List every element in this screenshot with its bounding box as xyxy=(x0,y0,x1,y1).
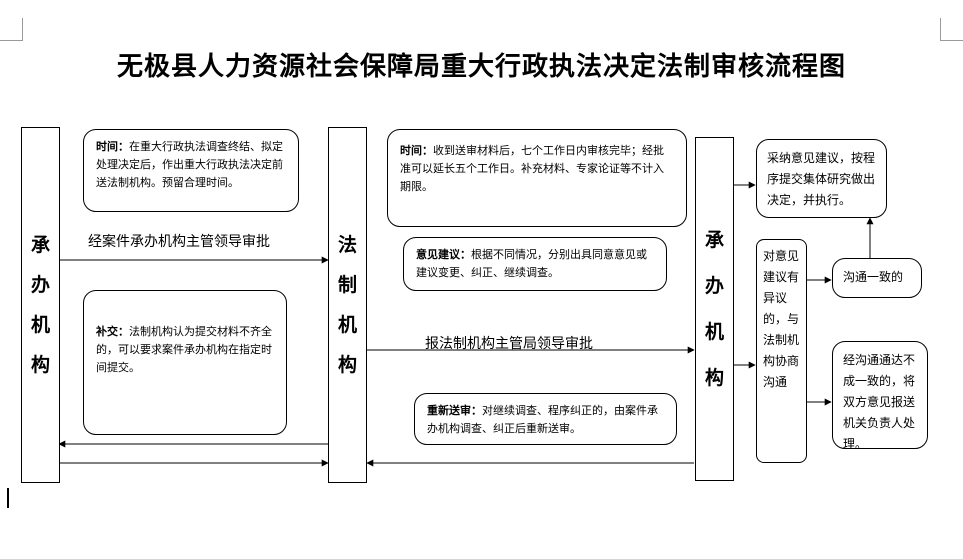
page-corner-mark-left xyxy=(0,18,23,41)
box-adopt: 采纳意见建议，按程序提交集体研究做出决定，并执行。 xyxy=(756,139,887,218)
box-resubmit: 重新送审：对继续调查、程序纠正的，由案件承办机构调查、纠正后重新送审。 xyxy=(414,393,677,445)
text-cursor xyxy=(7,488,9,508)
column-undertaking-agency-right: 承 办 机 构 xyxy=(695,137,734,481)
column-legal-agency: 法 制 机 构 xyxy=(328,127,367,483)
label-approval-undertaking: 经案件承办机构主管领导审批 xyxy=(88,234,270,250)
label-approval-legal: 报法制机构主管局领导审批 xyxy=(425,336,593,352)
box-time-submission: 时间：在重大行政执法调查终结、拟定处理决定后，作出重大行政执法决定前送法制机构。… xyxy=(83,129,299,212)
column-undertaking-agency: 承 办 机 构 xyxy=(21,127,60,483)
box-supplement: 补交：法制机构认为提交材料不齐全的，可以要求案件承办机构在指定时间提交。 xyxy=(83,290,287,435)
box-opinion: 意见建议：根据不同情况，分别出具同意意见或建议变更、纠正、继续调查。 xyxy=(403,237,667,291)
box-time-review: 时间：收到送审材料后，七个工作日内审核完毕；经批准可以延长五个工作日。补充材料、… xyxy=(387,129,687,227)
box-agree: 沟通一致的 xyxy=(832,258,922,298)
box-escalate: 经沟通通达不成一致的，将双方意见报送机关负责人处理。 xyxy=(832,341,928,451)
box-dispute: 对意见建议有异议的，与法制机构协商沟通 xyxy=(756,239,807,463)
page-corner-mark-right xyxy=(940,18,963,41)
page-title: 无极县人力资源社会保障局重大行政执法决定法制审核流程图 xyxy=(116,52,846,82)
